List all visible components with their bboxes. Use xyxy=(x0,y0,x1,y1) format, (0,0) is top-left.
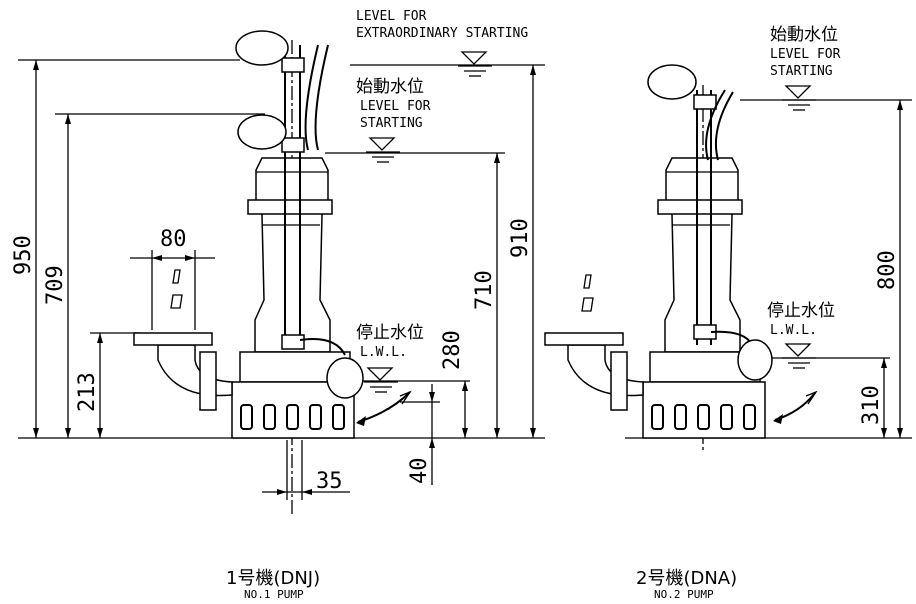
pump2-start-level-en-1: LEVEL FOR xyxy=(770,47,841,62)
dim-709: 709 xyxy=(43,265,68,305)
pump1-stop-level-en: L.W.L. xyxy=(360,345,407,360)
pump2-stop-level-en: L.W.L. xyxy=(770,323,817,338)
dim-710: 710 xyxy=(472,270,497,310)
pump1-start-level-en-2: STARTING xyxy=(360,116,423,131)
dim-35: 35 xyxy=(316,469,343,494)
pump1-stop-level-jp: 停止水位 xyxy=(356,323,424,343)
pump1-start-level-jp: 始動水位 xyxy=(356,77,424,97)
pump1-body xyxy=(133,30,364,515)
pump2-start-level-en-2: STARTING xyxy=(770,64,833,79)
dim-40: 40 xyxy=(407,458,432,485)
pump1-extra-level-label-1: LEVEL FOR xyxy=(356,9,427,24)
pump1-level-markers xyxy=(356,51,492,426)
pump2-level-markers xyxy=(773,85,818,424)
pump2-caption-jp: 2号機(DNA) xyxy=(636,568,737,589)
pump1-caption-en: NO.1 PUMP xyxy=(244,588,304,601)
dim-950: 950 xyxy=(11,235,36,275)
dim-280: 280 xyxy=(440,330,465,370)
dim-800: 800 xyxy=(875,250,900,290)
pump1-start-level-en-1: LEVEL FOR xyxy=(360,99,431,114)
pump1-extra-level-label-2: EXTRAORDINARY STARTING xyxy=(356,26,528,41)
pump2-caption-en: NO.2 PUMP xyxy=(654,588,714,601)
pump1-caption-jp: 1号機(DNJ) xyxy=(226,568,320,589)
dim-213: 213 xyxy=(75,372,100,412)
pump2-start-level-jp: 始動水位 xyxy=(770,25,838,45)
pump1-dimension-lines xyxy=(18,59,545,500)
dim-80: 80 xyxy=(160,227,187,252)
pump2-stop-level-jp: 停止水位 xyxy=(767,301,835,321)
pump2-body xyxy=(544,64,773,450)
dim-910: 910 xyxy=(508,218,533,258)
dim-310: 310 xyxy=(859,385,884,425)
